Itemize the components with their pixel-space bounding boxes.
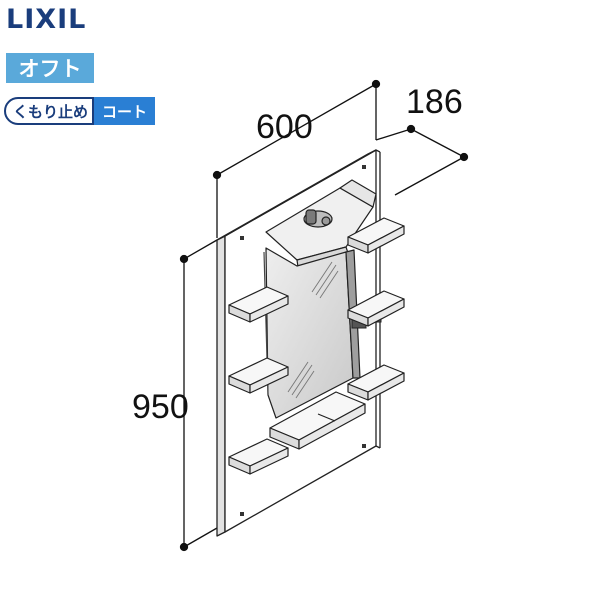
mounting-holes <box>240 165 366 516</box>
height-dimension: 950 <box>132 388 189 426</box>
anti-fog-coat-badge: くもり止め コート <box>4 96 156 126</box>
light-unit <box>265 179 377 268</box>
mirror-reflection-marks <box>287 261 339 399</box>
ofuto-badge: オフト <box>6 53 94 83</box>
shelf-upper-right <box>347 217 405 254</box>
ofuto-label: オフト <box>18 57 82 81</box>
shelf-lower-middle-left <box>228 357 289 394</box>
anti-fog-label: くもり止め <box>4 97 95 125</box>
lixil-logo: LIXIL <box>6 4 87 35</box>
coat-label: コート <box>94 97 156 125</box>
shelf-middle-right <box>347 290 405 327</box>
shelf-lower-right <box>347 364 405 401</box>
shelves <box>228 217 405 475</box>
depth-dimension: 186 <box>406 83 463 121</box>
shelf-bottom-center <box>269 391 366 450</box>
shelf-middle-left <box>228 286 289 323</box>
width-dimension: 600 <box>256 108 313 146</box>
dimension-lines <box>179 79 469 552</box>
shelf-bottom-left <box>228 438 289 475</box>
